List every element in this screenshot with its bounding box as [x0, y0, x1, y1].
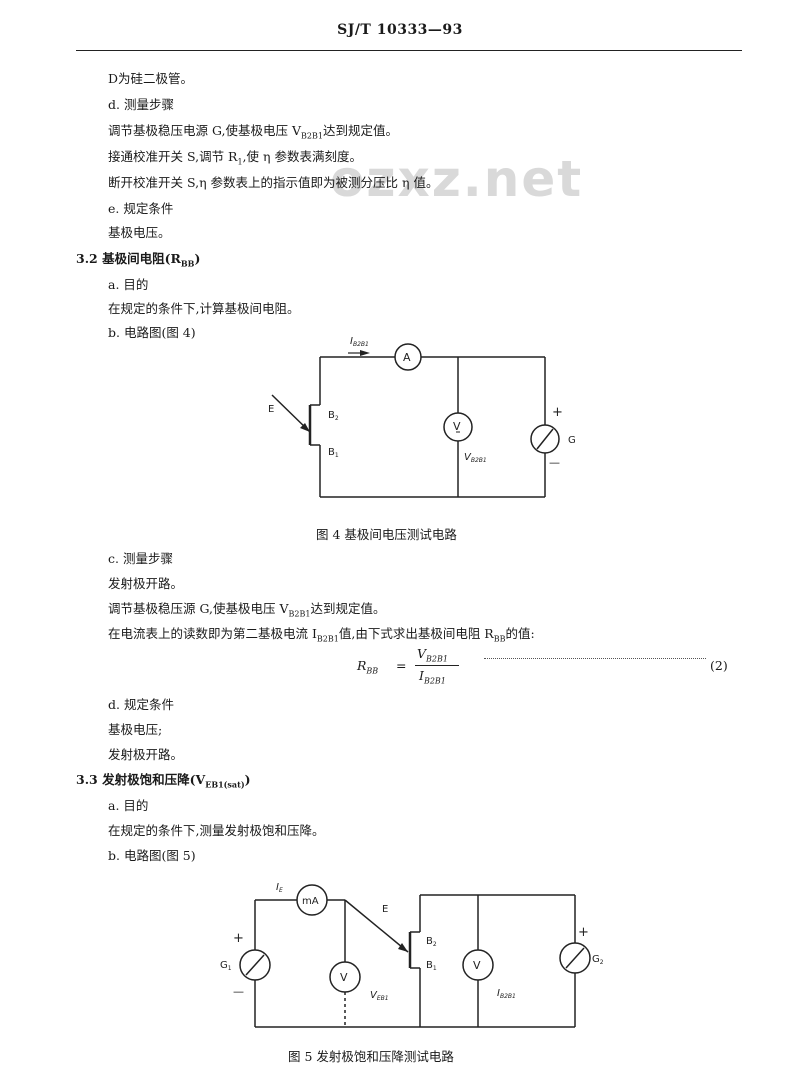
- s32-d-heading: d. 规定条件: [108, 697, 174, 712]
- figure-5-caption: 图 5 发射极饱和压降测试电路: [288, 1049, 454, 1064]
- fig5-g2-label: G2: [592, 954, 604, 966]
- section-3-3-heading: 3.3 发射极饱和压降(VEB1(sat)): [76, 772, 251, 790]
- watermark: ozxz.net: [330, 150, 584, 208]
- fig4-b2-label: B2: [328, 410, 339, 422]
- s32-c1: 发射极开路。: [108, 576, 184, 591]
- fig5-emitter-lead: [344, 899, 409, 953]
- standard-code: SJ/T 10333—93: [337, 22, 463, 38]
- fig5-veb-voltmeter-circle: [329, 961, 361, 993]
- fig4-current-arrow: [360, 350, 370, 356]
- figure-5-circuit: IE mA E B2 B1 G1 G2 V V VEB1 IB2B1 + — +: [220, 882, 604, 1028]
- fig5-g1-label: G1: [220, 960, 232, 972]
- fig5-ib-label: IB2B1: [497, 988, 516, 1000]
- s32-b-heading: b. 电路图(图 4): [108, 325, 196, 340]
- fig5-v-voltmeter-label: V: [473, 959, 481, 972]
- diode-note: D为硅二极管。: [108, 71, 194, 86]
- formula-leader-dots: [484, 658, 706, 659]
- step-e-heading: e. 规定条件: [108, 201, 174, 216]
- fig5-emitter-arrowhead: [398, 943, 408, 952]
- formula-denominator: IB2B1: [419, 668, 446, 686]
- fig4-voltmeter-label: V: [453, 420, 461, 433]
- figure-4-caption: 图 4 基极间电压测试电路: [316, 527, 457, 542]
- s33-a-heading: a. 目的: [108, 798, 149, 813]
- fig5-b1-label: B1: [426, 960, 437, 972]
- fig4-source-label: G: [568, 435, 576, 446]
- formula-fraction-bar: [415, 665, 459, 666]
- fig4-ammeter-circle: [394, 343, 422, 371]
- paragraph-read-eta: 断开校准开关 S,η 参数表上的指示值即为被测分压比 η 值。: [108, 175, 439, 190]
- s32-c2: 调节基极稳压源 G,使基极电压 VB2B1达到规定值。: [108, 601, 386, 619]
- fig4-current-label: IB2B1: [350, 336, 369, 348]
- fig4-b1-label: B1: [328, 447, 339, 459]
- condition-text: 基极电压。: [108, 225, 171, 240]
- fig5-ma-label: mA: [302, 896, 319, 907]
- s32-a-text: 在规定的条件下,计算基极间电阻。: [108, 301, 300, 316]
- fig4-source-arrow: [536, 428, 554, 450]
- fig4-emitter-label: E: [268, 404, 274, 415]
- s33-a-text: 在规定的条件下,测量发射极饱和压降。: [108, 823, 325, 838]
- fig4-plus-sign: +: [552, 405, 563, 420]
- fig5-ie-label: IE: [276, 882, 283, 894]
- s32-d1: 基极电压;: [108, 722, 163, 737]
- s32-d2: 发射极开路。: [108, 747, 184, 762]
- fig5-g1-arrow: [245, 954, 265, 976]
- step-d-heading: d. 测量步骤: [108, 97, 174, 112]
- s32-c3: 在电流表上的读数即为第二基极电流 IB2B1值,由下式求出基极间电阻 RBB的值…: [108, 626, 535, 644]
- fig5-emitter-label: E: [382, 904, 388, 915]
- s32-c-heading: c. 测量步骤: [108, 551, 173, 566]
- section-3-2-heading: 3.2 基极间电阻(RBB): [76, 251, 201, 269]
- fig4-voltage-label: VB2B1: [464, 452, 487, 464]
- fig5-veb-voltmeter-label: V: [340, 971, 348, 984]
- fig5-veb-label: VEB1: [370, 990, 389, 1002]
- fig5-g2-circle: [559, 942, 591, 974]
- header-rule: [76, 50, 742, 51]
- fig4-ammeter-label: A: [403, 351, 411, 364]
- s33-b-heading: b. 电路图(图 5): [108, 848, 196, 863]
- s32-a-heading: a. 目的: [108, 277, 149, 292]
- fig5-g1-plus: +: [233, 931, 244, 946]
- fig5-g1-minus: —: [233, 985, 244, 998]
- formula-numerator: VB2B1: [417, 646, 448, 664]
- formula-number: (2): [710, 658, 728, 673]
- paragraph-adjust-voltage: 调节基极稳压电源 G,使基极电压 VB2B1达到规定值。: [108, 123, 398, 141]
- fig5-g2-arrow: [565, 947, 585, 969]
- fig5-b2-label: B2: [426, 936, 437, 948]
- fig4-emitter-arrowhead: [300, 423, 310, 432]
- fig4-minus-sign: —: [549, 456, 560, 469]
- fig5-g2-plus: +: [578, 925, 589, 940]
- formula-lhs: RBB: [357, 658, 379, 676]
- fig5-v-voltmeter-circle: [462, 949, 494, 981]
- fig4-source-circle: [530, 424, 560, 454]
- fig5-g1-circle: [239, 949, 271, 981]
- paragraph-calibrate: 接通校准开关 S,调节 R1,使 η 参数表满刻度。: [108, 149, 362, 167]
- figure-4-circuit: IB2B1 A V E B2 B1 VB2B1 G + —: [268, 336, 576, 498]
- fig4-voltmeter-circle: [443, 412, 473, 442]
- fig5-milliammeter-circle: [296, 884, 328, 916]
- formula-equals: =: [396, 658, 407, 673]
